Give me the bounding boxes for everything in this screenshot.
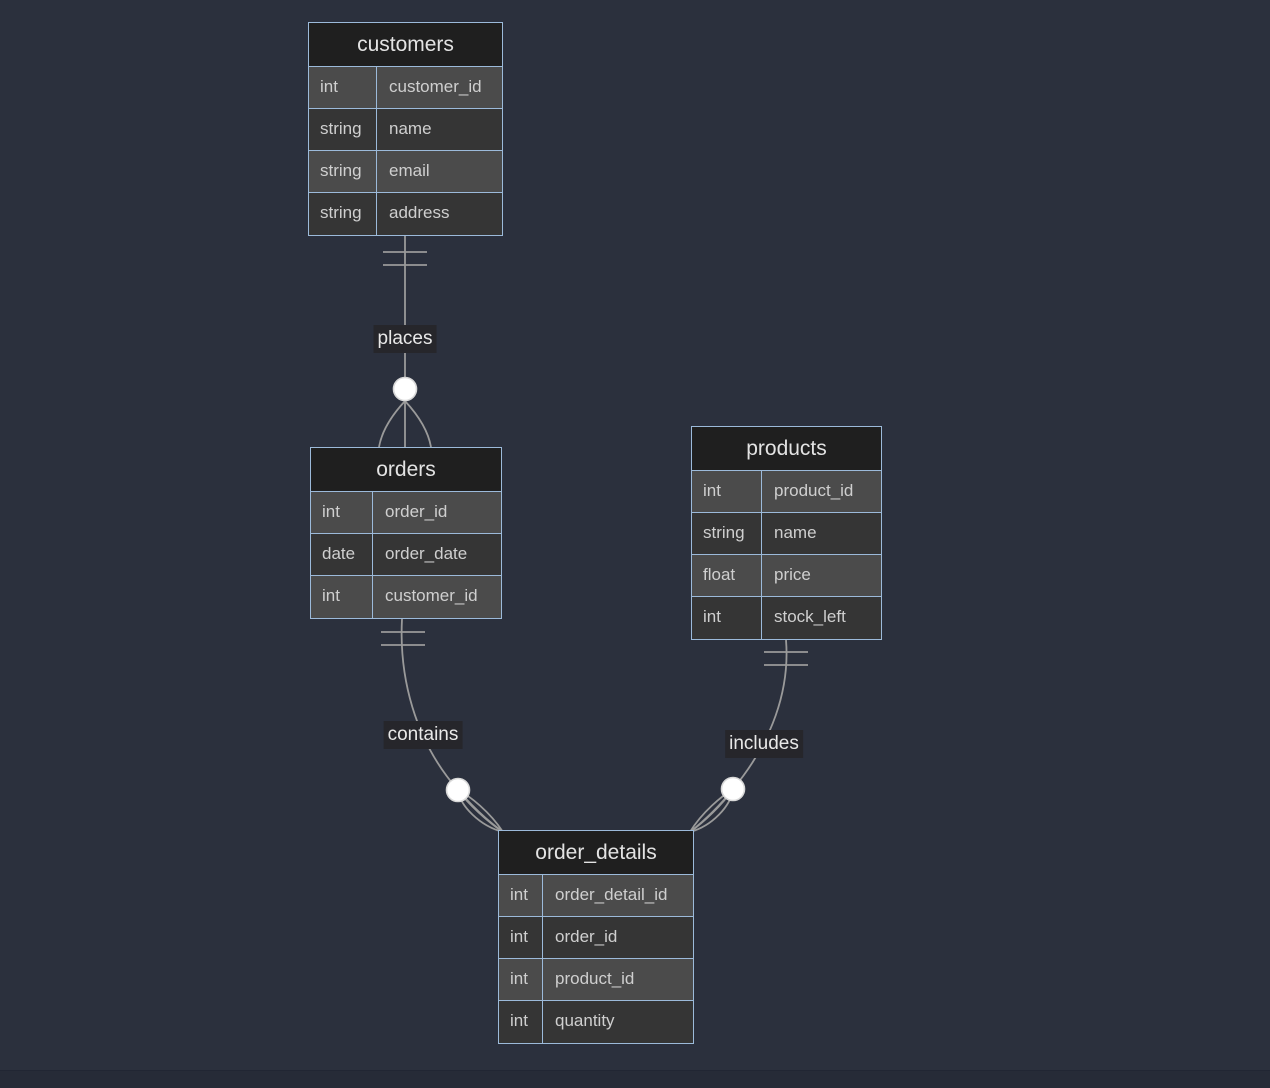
attribute-type: string <box>309 193 377 235</box>
attribute-type: date <box>311 534 373 575</box>
attribute-row[interactable]: date order_date <box>311 534 501 576</box>
attribute-type: string <box>309 151 377 192</box>
attribute-row[interactable]: int stock_left <box>692 597 881 639</box>
entity-orders-title: orders <box>311 448 501 492</box>
entity-customers-title: customers <box>309 23 502 67</box>
attribute-name: customer_id <box>385 586 478 605</box>
attribute-row[interactable]: int product_id <box>499 959 693 1001</box>
attribute-row[interactable]: int order_id <box>499 917 693 959</box>
attribute-type: int <box>499 917 543 958</box>
attribute-type: int <box>311 492 373 533</box>
attribute-row[interactable]: int quantity <box>499 1001 693 1043</box>
includes-exactly-one-marker <box>764 651 808 666</box>
attribute-type: float <box>692 555 762 596</box>
entity-customers[interactable]: customers int customer_id string name st… <box>308 22 503 236</box>
attribute-row[interactable]: string email <box>309 151 502 193</box>
attribute-name: address <box>389 203 450 222</box>
attribute-name: stock_left <box>774 607 846 626</box>
attribute-row[interactable]: int customer_id <box>309 67 502 109</box>
attribute-type: int <box>499 1001 543 1043</box>
attribute-type: int <box>692 471 762 512</box>
relationship-label-includes[interactable]: includes <box>725 730 803 758</box>
attribute-type: int <box>311 576 373 618</box>
entity-products-title: products <box>692 427 881 471</box>
attribute-type: int <box>499 875 543 916</box>
entity-order-details-title: order_details <box>499 831 693 875</box>
relationship-label-contains[interactable]: contains <box>383 721 463 749</box>
attribute-row[interactable]: string address <box>309 193 502 235</box>
attribute-name: order_detail_id <box>555 885 668 904</box>
attribute-name: product_id <box>774 481 854 500</box>
attribute-type: int <box>309 67 377 108</box>
attribute-type: string <box>692 513 762 554</box>
bottom-divider <box>0 1070 1270 1071</box>
attribute-row[interactable]: int order_detail_id <box>499 875 693 917</box>
attribute-row[interactable]: string name <box>309 109 502 151</box>
attribute-row[interactable]: int customer_id <box>311 576 501 618</box>
attribute-type: int <box>499 959 543 1000</box>
entity-products[interactable]: products int product_id string name floa… <box>691 426 882 640</box>
bottom-strip <box>0 1071 1270 1088</box>
attribute-name: quantity <box>555 1011 615 1030</box>
includes-zero-or-more-marker <box>689 776 746 833</box>
attribute-row[interactable]: int product_id <box>692 471 881 513</box>
contains-zero-or-more-marker <box>445 777 504 833</box>
relationship-label-places[interactable]: places <box>373 325 437 353</box>
relationship-edge-contains[interactable] <box>381 618 504 833</box>
attribute-type: int <box>692 597 762 639</box>
attribute-row[interactable]: string name <box>692 513 881 555</box>
attribute-name: price <box>774 565 811 584</box>
attribute-row[interactable]: float price <box>692 555 881 597</box>
attribute-name: order_id <box>555 927 618 946</box>
places-exactly-one-marker <box>383 251 427 266</box>
attribute-name: order_id <box>385 502 448 521</box>
attribute-name: name <box>389 119 432 138</box>
attribute-name: order_date <box>385 544 468 563</box>
contains-exactly-one-marker <box>381 631 425 646</box>
places-zero-or-more-marker <box>378 376 432 448</box>
attribute-name: email <box>389 161 430 180</box>
entity-orders[interactable]: orders int order_id date order_date int … <box>310 447 502 619</box>
attribute-type: string <box>309 109 377 150</box>
attribute-row[interactable]: int order_id <box>311 492 501 534</box>
entity-order-details[interactable]: order_details int order_detail_id int or… <box>498 830 694 1044</box>
relationship-edge-includes[interactable] <box>689 639 808 833</box>
attribute-name: customer_id <box>389 77 482 96</box>
attribute-name: product_id <box>555 969 635 988</box>
attribute-name: name <box>774 523 817 542</box>
